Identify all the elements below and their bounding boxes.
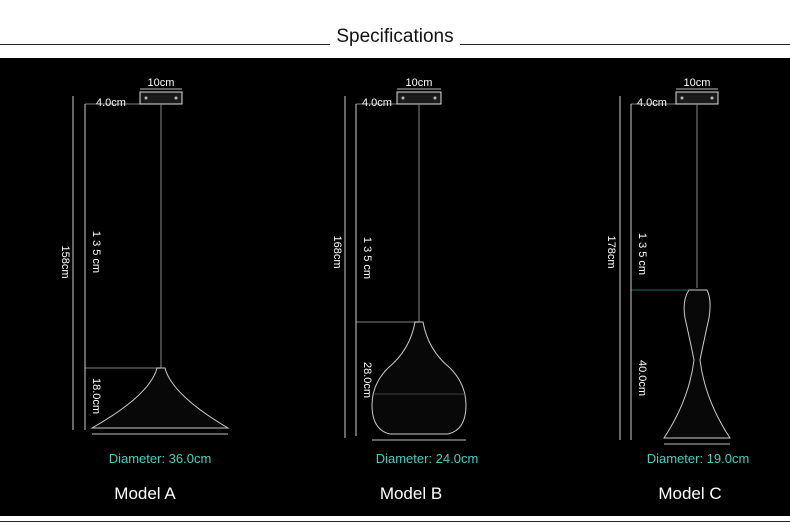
model-a-shade-height: 18.0cm [90,378,102,414]
model-b-canopy-dot [401,96,405,100]
model-c-canopy-height: 4.0cm [637,97,667,109]
model-a-canopy-width: 10cm [148,77,175,89]
header-rule-right [458,44,790,45]
model-b-drawing: 10cm 4.0cm 168cm 1 3 5 cm 28.0cm [331,77,467,441]
model-c-cord-length: 1 3 5 cm [636,233,648,275]
model-c-canopy-dot [680,96,684,100]
model-a-canopy-height: 4.0cm [96,97,126,109]
model-c-canopy-dot [710,96,714,100]
model-b-label: Model B [379,484,443,503]
model-b-shade [371,321,467,435]
model-a-cord-length: 1 3 5 cm [90,231,102,273]
model-b-canopy-width: 10cm [406,77,433,89]
model-c-label: Model C [658,484,722,503]
model-c-canopy-width: 10cm [684,77,711,89]
model-a-canopy-dot [144,96,148,100]
model-c-drawing: 10cm 4.0cm 178cm 1 3 5 cm 40.0cm [605,77,731,445]
model-a-drawing: 10cm 4.0cm 158cm 1 3 5 cm 18.0cm [59,77,230,435]
model-a-shade [90,367,230,429]
page-title: Specifications [0,26,790,48]
model-c-total-height: 178cm [605,235,617,268]
header-bar: Specifications [0,0,790,58]
model-b-canopy-height: 4.0cm [362,97,392,109]
footer-rule [0,521,790,522]
model-b-total-height: 168cm [331,235,343,268]
model-b-cord-length: 1 3 5 cm [361,237,373,279]
model-a-total-height: 158cm [59,245,71,278]
model-a-label: Model A [114,484,176,503]
model-b-diameter: Diameter: 24.0cm [375,451,479,466]
page-title-text: Specifications [330,26,460,47]
model-b-shade-height: 28.0cm [361,362,373,398]
footer-bar [0,516,790,532]
model-c-shade-height: 40.0cm [636,360,648,396]
model-b-canopy-dot [433,96,437,100]
model-c-diameter: Diameter: 19.0cm [646,451,750,466]
model-a-canopy-dot [174,96,178,100]
model-a-diameter: Diameter: 36.0cm [108,451,212,466]
header-rule-left [0,44,330,45]
model-c-shade [663,289,731,439]
